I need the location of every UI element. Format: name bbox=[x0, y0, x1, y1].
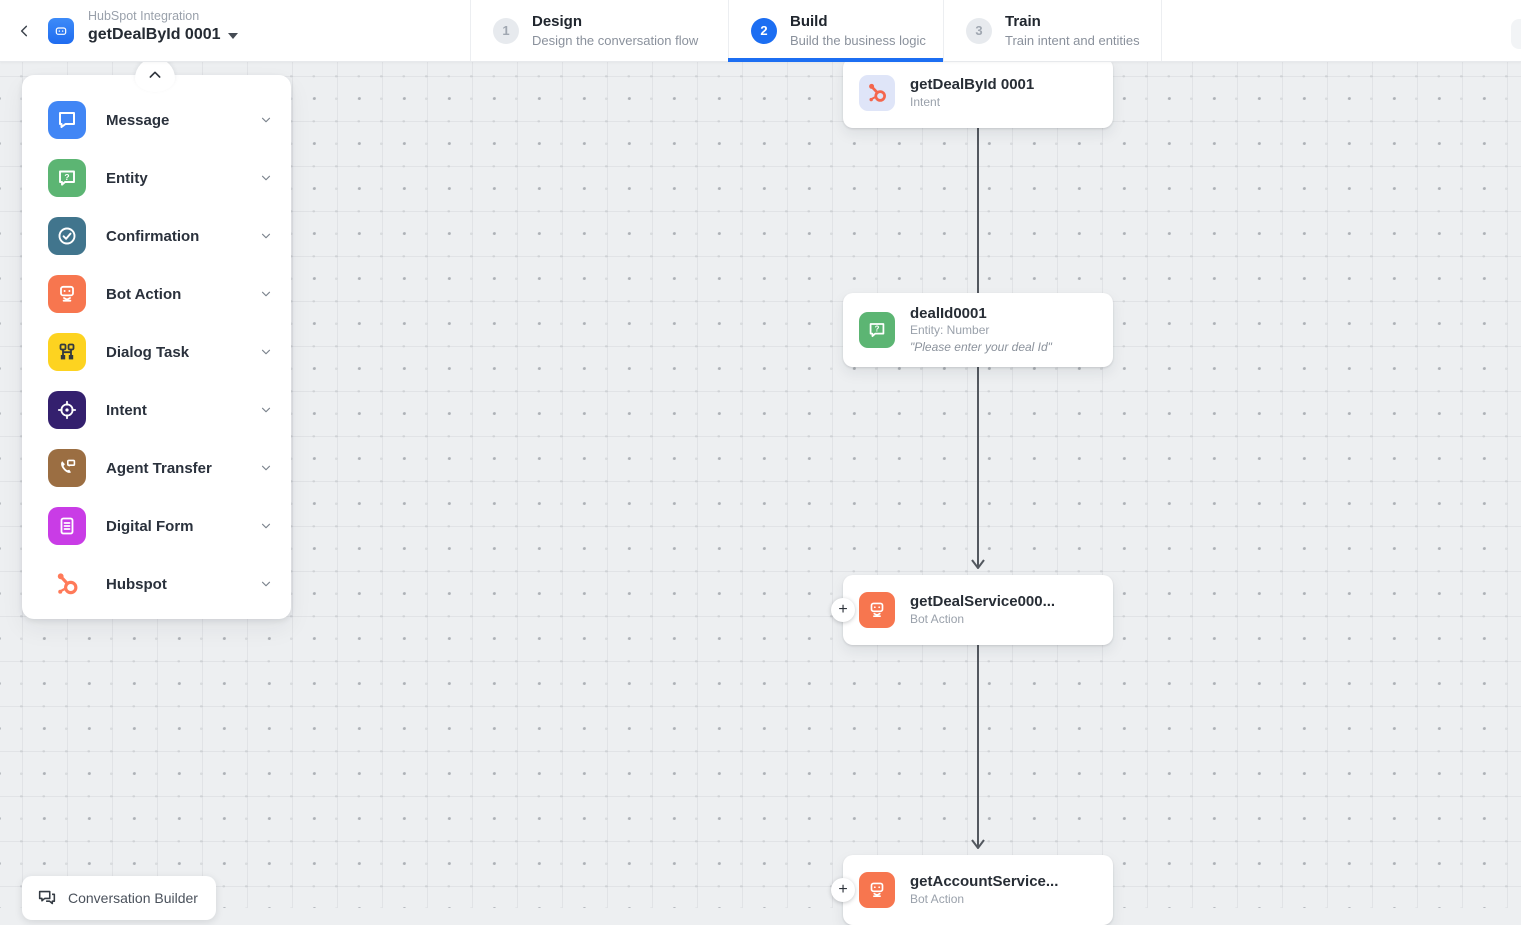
step-number: 1 bbox=[493, 17, 519, 44]
step-label: Train bbox=[1005, 12, 1041, 30]
palette-item-confirmation[interactable]: Confirmation bbox=[22, 207, 291, 265]
collapse-palette-button[interactable] bbox=[135, 58, 175, 92]
node-intent[interactable]: getDealById 0001 Intent bbox=[843, 58, 1113, 128]
hubspot-icon bbox=[859, 75, 895, 111]
step-description: Build the business logic bbox=[790, 32, 926, 48]
step-number: 2 bbox=[751, 17, 777, 44]
chevron-up-icon bbox=[149, 71, 161, 78]
palette-item-label: Hubspot bbox=[106, 575, 167, 593]
palette-item-label: Agent Transfer bbox=[106, 459, 212, 477]
palette-item-label: Digital Form bbox=[106, 517, 194, 535]
chevron-down-icon[interactable] bbox=[259, 229, 273, 243]
chevron-down-icon[interactable] bbox=[259, 113, 273, 127]
palette-item-intent[interactable]: Intent bbox=[22, 381, 291, 439]
node-entity[interactable]: ? dealId0001 Entity: Number "Please ente… bbox=[843, 293, 1113, 367]
node-subtitle: Bot Action bbox=[910, 611, 965, 626]
chevron-down-icon[interactable] bbox=[259, 171, 273, 185]
connector-line bbox=[971, 645, 985, 849]
palette-item-label: Bot Action bbox=[106, 285, 182, 303]
add-node-button[interactable]: + bbox=[831, 878, 855, 902]
palette-item-agent-transfer[interactable]: Agent Transfer bbox=[22, 439, 291, 497]
chevron-down-icon[interactable] bbox=[259, 287, 273, 301]
palette-item-dialog-task[interactable]: Dialog Task bbox=[22, 323, 291, 381]
header-edge-button[interactable] bbox=[1511, 19, 1521, 49]
node-prompt-text: "Please enter your deal Id" bbox=[910, 339, 1052, 354]
chevron-down-icon[interactable] bbox=[259, 461, 273, 475]
chevron-down-icon[interactable] bbox=[259, 519, 273, 533]
bot-action-icon bbox=[859, 592, 895, 628]
node-title: getAccountService... bbox=[910, 873, 1059, 891]
task-title-dropdown[interactable]: getDealById 0001 bbox=[88, 25, 238, 45]
back-button[interactable] bbox=[12, 18, 38, 44]
bot-action-icon bbox=[859, 872, 895, 908]
top-bar: HubSpot Integration getDealById 0001 1 D… bbox=[0, 0, 1521, 62]
digital-form-icon bbox=[48, 507, 86, 545]
palette-item-message[interactable]: Message bbox=[22, 91, 291, 149]
chevron-left-icon bbox=[20, 25, 28, 37]
palette-item-label: Intent bbox=[106, 401, 147, 419]
node-subtitle: Bot Action bbox=[910, 891, 965, 906]
palette-item-label: Confirmation bbox=[106, 227, 200, 245]
entity-icon: ? bbox=[48, 159, 86, 197]
palette-item-label: Dialog Task bbox=[106, 343, 190, 361]
node-bot-action[interactable]: getDealService000... Bot Action bbox=[843, 575, 1113, 645]
node-bot-action[interactable]: getAccountService... Bot Action bbox=[843, 855, 1113, 925]
confirmation-icon bbox=[48, 217, 86, 255]
palette-item-entity[interactable]: ? Entity bbox=[22, 149, 291, 207]
node-title: dealId0001 bbox=[910, 304, 987, 322]
conversation-builder-label: Conversation Builder bbox=[68, 890, 198, 906]
node-title: getDealById 0001 bbox=[910, 76, 1035, 94]
tab-train[interactable]: 3 Train Train intent and entities bbox=[943, 0, 1162, 61]
agent-transfer-icon bbox=[48, 449, 86, 487]
node-palette: Message ? Entity Confirmation Bot Action… bbox=[22, 58, 291, 619]
palette-item-label: Message bbox=[106, 111, 170, 129]
chevron-down-icon[interactable] bbox=[259, 403, 273, 417]
palette-item-digital-form[interactable]: Digital Form bbox=[22, 497, 291, 555]
palette-item-hubspot[interactable]: Hubspot bbox=[22, 555, 291, 613]
message-icon bbox=[48, 101, 86, 139]
add-node-button[interactable]: + bbox=[831, 598, 855, 622]
bot-avatar-icon bbox=[48, 18, 74, 44]
breadcrumb: HubSpot Integration bbox=[88, 9, 200, 23]
caret-down-icon bbox=[227, 33, 238, 40]
palette-item-label: Entity bbox=[106, 169, 148, 187]
task-title: getDealById 0001 bbox=[88, 25, 221, 43]
svg-text:?: ? bbox=[64, 172, 69, 182]
tab-build[interactable]: 2 Build Build the business logic bbox=[728, 0, 943, 61]
chat-bubbles-icon bbox=[38, 890, 56, 905]
chevron-down-icon[interactable] bbox=[259, 345, 273, 359]
dialog-task-icon bbox=[48, 333, 86, 371]
node-subtitle: Entity: Number bbox=[910, 323, 990, 338]
chevron-down-icon[interactable] bbox=[259, 577, 273, 591]
node-title: getDealService000... bbox=[910, 593, 1056, 611]
tab-design[interactable]: 1 Design Design the conversation flow bbox=[470, 0, 728, 61]
conversation-builder-badge[interactable]: Conversation Builder bbox=[22, 876, 216, 920]
palette-item-bot-action[interactable]: Bot Action bbox=[22, 265, 291, 323]
bot-action-icon bbox=[48, 275, 86, 313]
step-number: 3 bbox=[966, 17, 992, 44]
connector-line bbox=[971, 367, 985, 569]
step-description: Design the conversation flow bbox=[532, 32, 699, 48]
node-subtitle: Intent bbox=[910, 94, 941, 109]
active-tab-indicator bbox=[728, 58, 943, 62]
step-description: Train intent and entities bbox=[1005, 32, 1140, 48]
step-label: Design bbox=[532, 12, 583, 30]
entity-icon: ? bbox=[859, 312, 895, 348]
hubspot-icon bbox=[48, 565, 86, 603]
step-label: Build bbox=[790, 12, 828, 30]
svg-text:?: ? bbox=[875, 325, 880, 334]
intent-icon bbox=[48, 391, 86, 429]
